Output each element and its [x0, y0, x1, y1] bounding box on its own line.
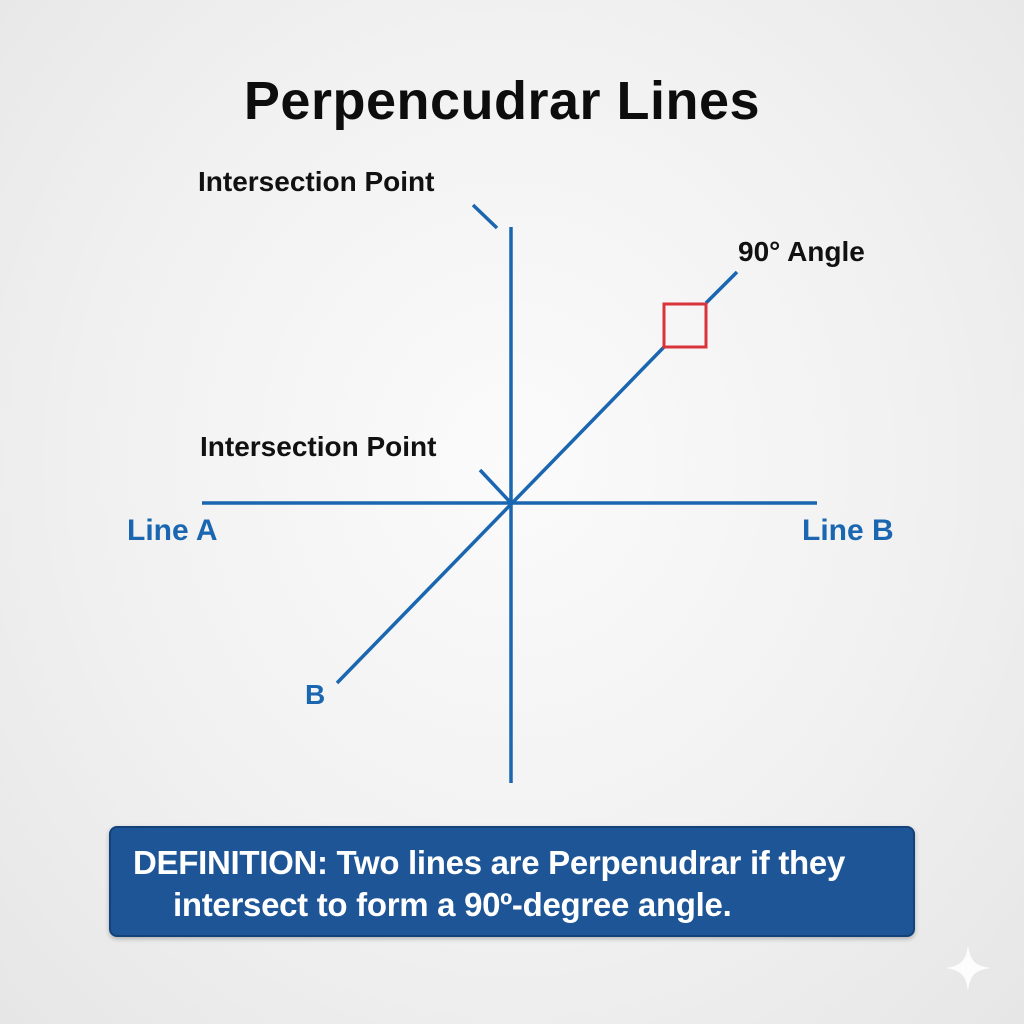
- line-b-label: Line B: [802, 514, 894, 547]
- page-title: Perpencudrar Lines: [243, 71, 761, 131]
- diagonal-line-b: [335, 345, 666, 685]
- intersection-pointer-top: [471, 203, 499, 230]
- definition-line-2: intersect to form a 90º-degree angle.: [173, 886, 732, 923]
- right-angle-label: 90° Angle: [738, 236, 865, 267]
- intersection-pointer-mid: [478, 468, 513, 505]
- definition-box: DEFINITION: Two lines are Perpenudrar if…: [109, 826, 915, 937]
- right-angle-marker: [662, 302, 708, 349]
- sparkle-icon: [945, 945, 991, 991]
- intersection-point-label-top: Intersection Point: [198, 166, 435, 197]
- line-a-label: Line A: [127, 514, 218, 547]
- line-b-end-label: B: [305, 679, 326, 710]
- definition-line-1: DEFINITION: Two lines are Perpenudrar if…: [133, 844, 846, 881]
- diagonal-line-b-upper: [704, 270, 739, 305]
- intersection-point-label-mid: Intersection Point: [200, 431, 437, 462]
